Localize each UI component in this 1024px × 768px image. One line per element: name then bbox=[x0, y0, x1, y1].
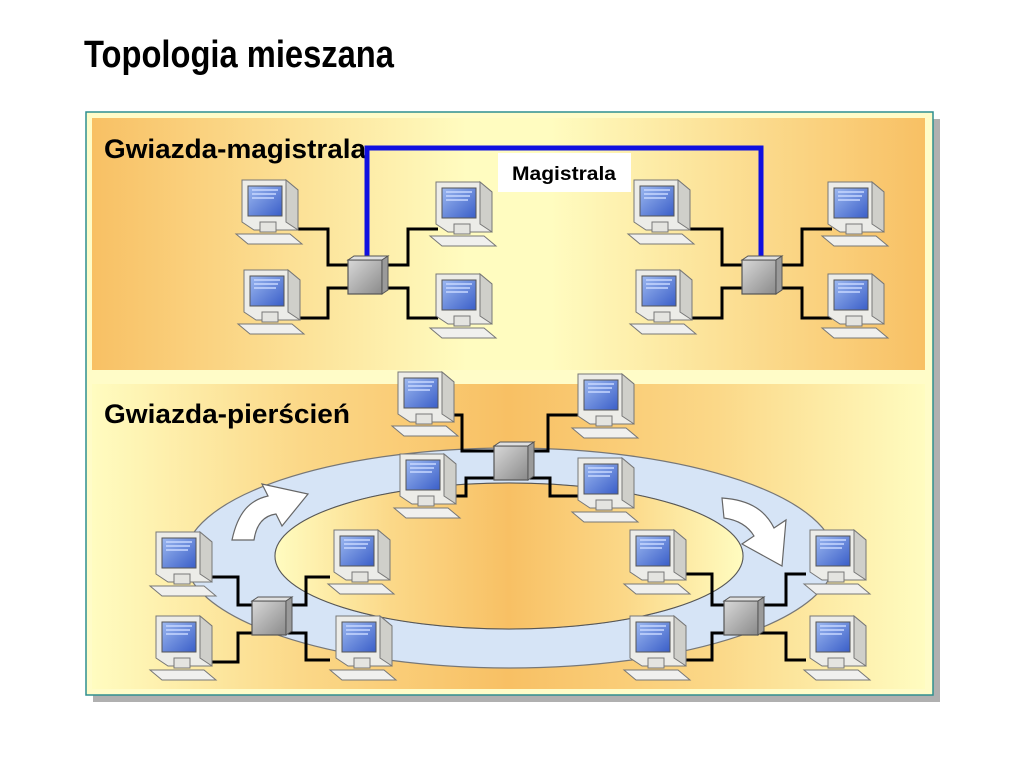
section-label-star-ring: Gwiazda-pierścień bbox=[104, 399, 350, 429]
cables-star-ring-right bbox=[686, 572, 806, 662]
cables-star-bus-left bbox=[296, 227, 438, 320]
hub-icon bbox=[347, 255, 389, 295]
bus-label-box bbox=[498, 153, 631, 192]
slide-title: Topologia mieszana bbox=[84, 34, 394, 76]
cables-star-ring-top bbox=[452, 413, 578, 498]
cables-star-ring-left bbox=[210, 575, 330, 664]
hub-icon bbox=[493, 441, 535, 481]
hub-icon bbox=[723, 596, 765, 636]
bus-label: Magistrala bbox=[512, 164, 616, 185]
bus-line bbox=[364, 145, 764, 258]
cables-star-bus-right bbox=[690, 227, 832, 320]
hub-icon bbox=[251, 596, 293, 636]
ring-arrow-icon bbox=[231, 483, 310, 541]
ring-arrow-icon bbox=[721, 497, 787, 567]
section-label-star-bus: Gwiazda-magistrala bbox=[104, 134, 367, 164]
hub-icon bbox=[741, 255, 783, 295]
